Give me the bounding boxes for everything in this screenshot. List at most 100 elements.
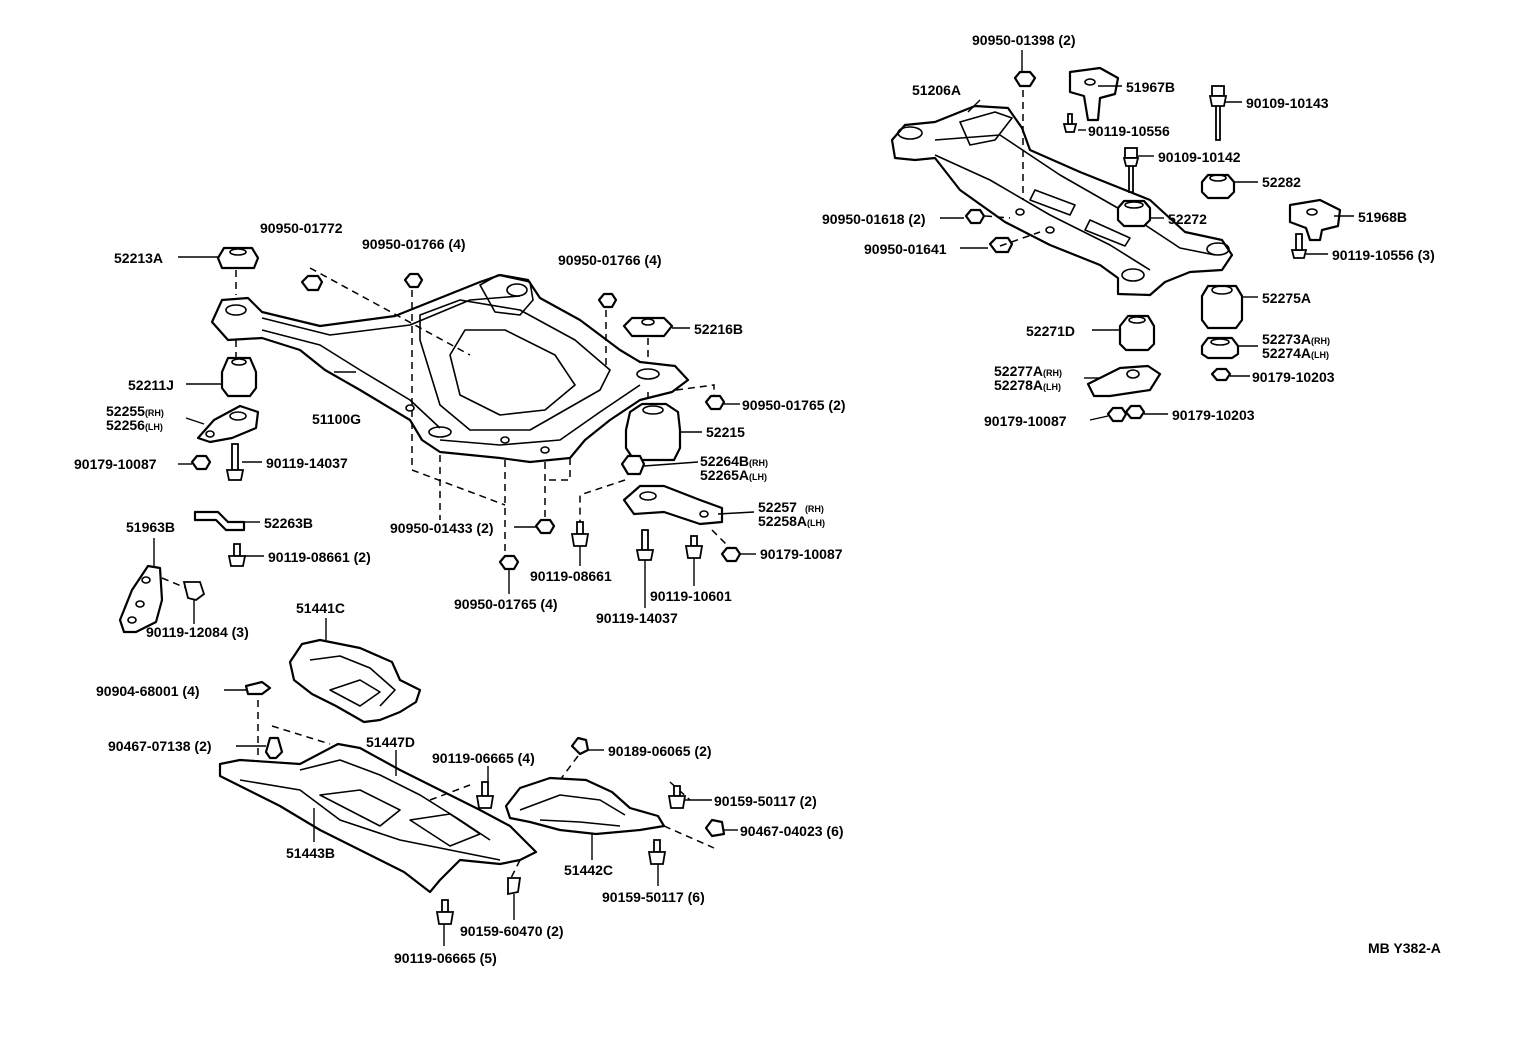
nut-90950-01398-icon xyxy=(1013,70,1037,88)
mount-52215-icon xyxy=(624,402,682,462)
label-p57: 51443B xyxy=(286,845,335,861)
bolt-90119-10601-icon xyxy=(684,535,704,559)
nut-90179-10087-a-icon xyxy=(190,454,212,471)
label-p25: 52213A xyxy=(114,250,163,266)
bolt-90119-08661-a-icon xyxy=(227,543,247,567)
label-p36: 52265A(LH) xyxy=(700,467,767,483)
label-p24: 90950-01766 (4) xyxy=(558,252,662,268)
label-p39: 51963B xyxy=(126,519,175,535)
label-p11: 90950-01641 xyxy=(864,241,947,257)
label-p38: 52258A(LH) xyxy=(758,513,825,529)
clip-90904-68001-icon xyxy=(244,680,272,696)
bracket-51967B-icon xyxy=(1068,66,1120,122)
bolt-90109-10142-icon xyxy=(1122,147,1140,193)
clip-90189-06065-icon xyxy=(570,736,590,756)
stopper-52273A-icon xyxy=(1200,336,1240,360)
label-p9: 52272 xyxy=(1168,211,1207,227)
stopper-52264B-icon xyxy=(620,454,646,476)
bolt-90119-10556-icon xyxy=(1062,113,1078,133)
label-p55: 90159-50117 (2) xyxy=(714,793,817,809)
stopper-52255-icon xyxy=(196,404,260,444)
nut-90950-01772-icon xyxy=(300,274,324,292)
cushion-52272-icon xyxy=(1116,199,1152,228)
label-p20: 90179-10087 xyxy=(984,413,1067,429)
cover-51442C[interactable] xyxy=(504,776,666,836)
label-p6: 90109-10142 xyxy=(1158,149,1241,165)
label-p61: 90119-06665 (5) xyxy=(394,950,497,966)
label-p23: 90950-01766 (4) xyxy=(362,236,466,252)
nut-90179-10203-b-icon xyxy=(1124,404,1146,420)
bolt-90109-10143-icon xyxy=(1208,85,1228,141)
label-p7: 52282 xyxy=(1262,174,1301,190)
retainer-52277A-icon xyxy=(1086,364,1162,398)
nut-90179-10203-icon xyxy=(1210,367,1232,382)
nut-90467-04023-icon xyxy=(704,818,726,838)
bolt-90119-08661-b-icon xyxy=(570,521,590,547)
bolt-90119-14037-b-icon xyxy=(635,529,655,561)
label-p13: 52275A xyxy=(1262,290,1311,306)
cushion-52271D-icon xyxy=(1118,314,1156,352)
label-p8: 90950-01618 (2) xyxy=(822,211,926,227)
label-p15: 52273A(RH) xyxy=(1262,331,1330,347)
mount-52211J-icon xyxy=(220,356,258,398)
label-p35: 52264B(RH) xyxy=(700,453,768,469)
nut-90950-01618-icon xyxy=(964,208,986,225)
front-crossmember-51100G[interactable] xyxy=(210,273,690,464)
label-p5: 90119-10556 xyxy=(1088,123,1170,139)
nut-90179-10087-b-icon xyxy=(720,546,742,563)
bracket-52263B-icon xyxy=(193,510,246,532)
label-p53: 90119-06665 (4) xyxy=(432,750,535,766)
label-p51: 90467-07138 (2) xyxy=(108,738,212,754)
label-p33: 90179-10087 xyxy=(74,456,157,472)
rear-crossmember-51206A[interactable] xyxy=(890,104,1234,297)
nut-90950-01765-b-icon xyxy=(498,554,520,571)
label-p58: 51442C xyxy=(564,862,613,878)
label-p45: 90119-10601 xyxy=(650,588,732,604)
label-p2: 51206A xyxy=(912,82,961,98)
label-p22: 90950-01772 xyxy=(260,220,343,236)
label-p19: 90179-10203 xyxy=(1252,369,1335,385)
label-p30: 51100G xyxy=(312,411,361,427)
label-p54: 90189-06065 (2) xyxy=(608,743,712,759)
label-p46: 90950-01765 (4) xyxy=(454,596,558,612)
label-p28: 52255(RH) xyxy=(106,403,164,419)
label-p40: 52263B xyxy=(264,515,313,531)
clip-90467-07138-icon xyxy=(264,736,284,760)
label-p12: 90119-10556 (3) xyxy=(1332,247,1435,263)
label-p56: 90467-04023 (6) xyxy=(740,823,844,839)
label-p16: 52274A(LH) xyxy=(1262,345,1329,361)
label-p21: 90179-10203 xyxy=(1172,407,1255,423)
label-p52: 51447D xyxy=(366,734,415,750)
label-p4: 90109-10143 xyxy=(1246,95,1329,111)
cover-51447D[interactable] xyxy=(218,742,538,894)
label-p37: 52257(RH) xyxy=(758,499,824,515)
nut-90950-01766-a-icon xyxy=(403,272,424,289)
diagram-id: MB Y382-A xyxy=(1368,940,1441,956)
label-p44: 90119-08661 xyxy=(530,568,612,584)
label-p34: 90119-14037 xyxy=(266,455,348,471)
mount-52213A-icon xyxy=(216,246,260,270)
label-p26: 52216B xyxy=(694,321,743,337)
label-p17: 52277A(RH) xyxy=(994,363,1062,379)
nut-90950-01433-icon xyxy=(534,518,556,535)
nut-90950-01765-a-icon xyxy=(704,394,726,411)
bolt-90119-12084-icon xyxy=(182,581,206,601)
nut-90950-01766-b-icon xyxy=(597,292,618,309)
bracket-51968B-icon xyxy=(1288,198,1342,242)
label-p29: 52256(LH) xyxy=(106,417,163,433)
label-p42: 90119-08661 (2) xyxy=(268,549,371,565)
bracket-52257-icon xyxy=(622,484,724,526)
bolt-90119-14037-a-icon xyxy=(225,443,245,481)
cushion-52275A-icon xyxy=(1200,284,1244,330)
leader-lines xyxy=(153,50,1354,946)
bolt-90159-50117-b-icon xyxy=(647,839,667,865)
label-p59: 90159-50117 (6) xyxy=(602,889,705,905)
cover-51441C[interactable] xyxy=(288,638,422,724)
bolt-90119-06665-b-icon xyxy=(435,899,455,925)
bolt-90159-50117-a-icon xyxy=(667,785,687,809)
part-labels: 90950-01398 (2) 51206A 51967B 90109-1014… xyxy=(74,32,1441,966)
label-p31: 90950-01765 (2) xyxy=(742,397,846,413)
label-p18: 52278A(LH) xyxy=(994,377,1061,393)
label-p3: 51967B xyxy=(1126,79,1175,95)
